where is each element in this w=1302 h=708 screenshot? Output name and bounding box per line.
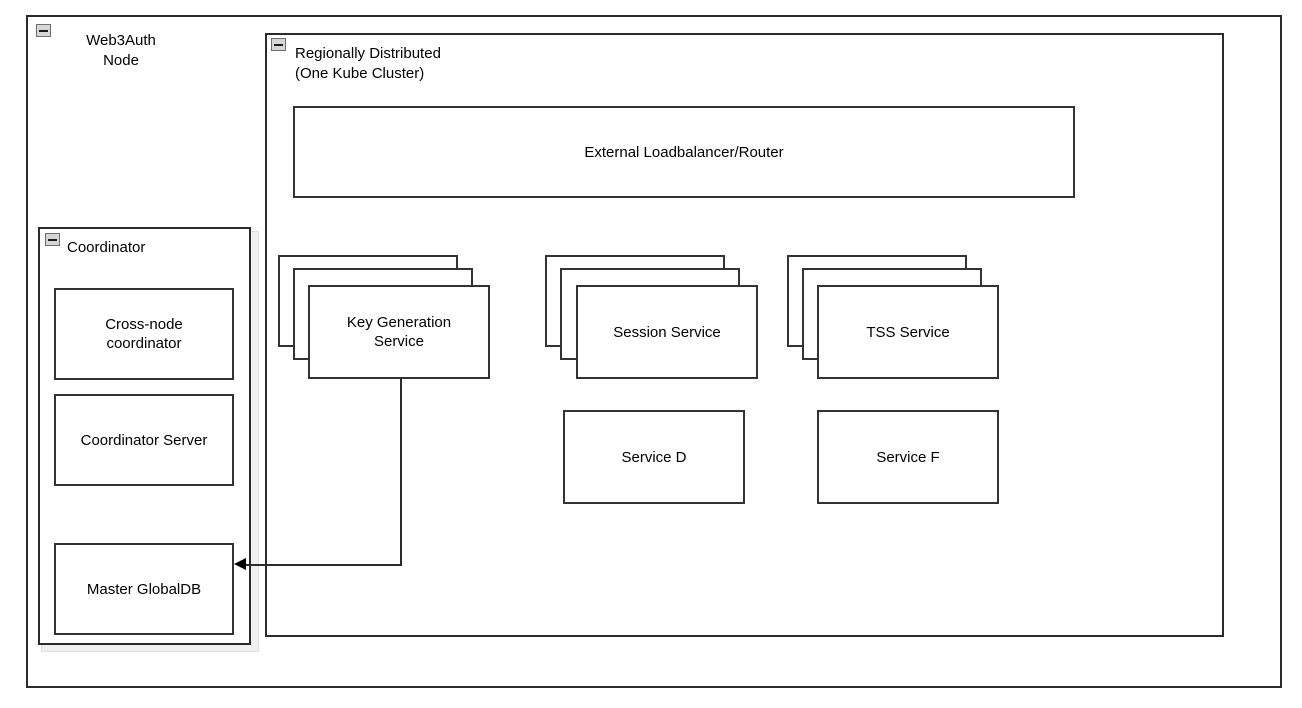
external-loadbalancer-router-box[interactable]: External Loadbalancer/Router [293,106,1075,198]
keygen-to-masterdb-arrow-left-icon [234,558,246,570]
coordinator-collapse-minus-icon[interactable] [45,233,60,246]
keygen-to-masterdb-connector-vertical [400,379,402,566]
cross-node-coordinator-box[interactable]: Cross-node coordinator [54,288,234,380]
coordinator-server-box[interactable]: Coordinator Server [54,394,234,486]
key-generation-service-label: Key Generation Service [346,314,452,350]
tss-service-label: TSS Service [866,323,950,341]
service-d-box[interactable]: Service D [563,410,745,504]
coordinator-label: Coordinator [67,239,146,256]
tss-service-box[interactable]: TSS Service [817,285,999,379]
regionally-distributed-label: Regionally Distributed (One Kube Cluster… [295,45,441,82]
coordinator-server-label: Coordinator Server [80,431,208,449]
regionally-distributed-collapse-minus-icon[interactable] [271,38,286,51]
key-generation-service-box[interactable]: Key Generation Service [308,285,490,379]
web3auth-node-label: Web3Auth Node [86,32,156,69]
session-service-label: Session Service [613,323,721,341]
cross-node-coordinator-label: Cross-node coordinator [105,316,183,352]
session-service-box[interactable]: Session Service [576,285,758,379]
service-f-label: Service F [876,448,940,466]
web3auth-node-collapse-minus-icon[interactable] [36,24,51,37]
service-d-label: Service D [621,448,687,466]
keygen-to-masterdb-connector-horizontal [246,564,402,566]
service-f-box[interactable]: Service F [817,410,999,504]
master-globaldb-label: Master GlobalDB [86,580,202,598]
master-globaldb-box[interactable]: Master GlobalDB [54,543,234,635]
external-loadbalancer-router-label: External Loadbalancer/Router [584,143,784,161]
